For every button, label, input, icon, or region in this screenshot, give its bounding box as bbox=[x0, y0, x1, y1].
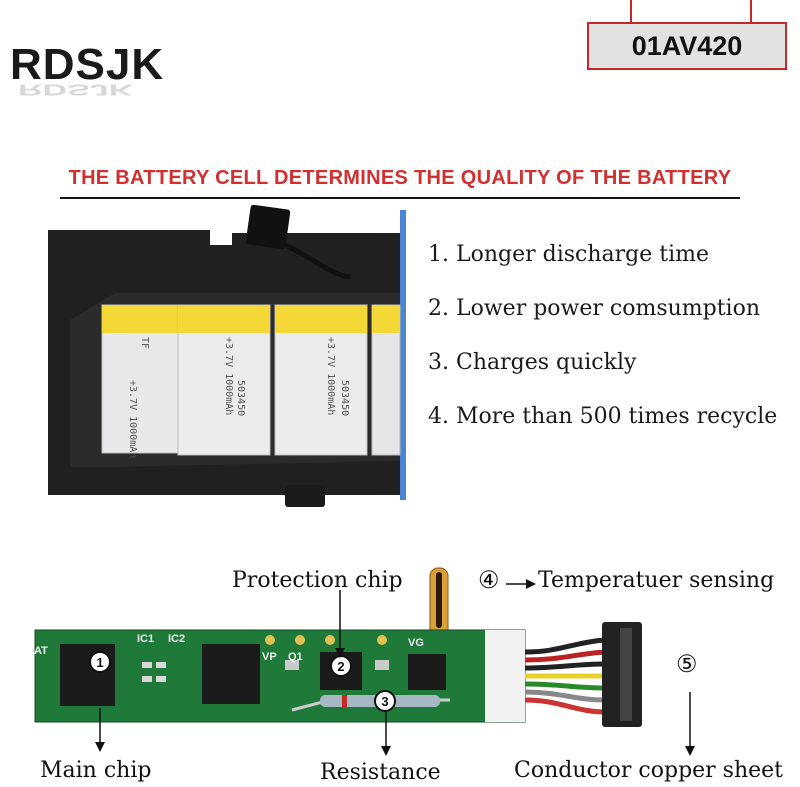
pcb-mark-vg: VG bbox=[408, 637, 424, 649]
pcb-mark-q1: Q1 bbox=[288, 651, 303, 663]
protection-board-illustration: AT IC1 IC2 VP Q1 VG 1 2 3 bbox=[34, 567, 695, 756]
callout-number-5: ⑤ bbox=[676, 650, 698, 678]
battery-pack-illustration: TF +3.7V 1000mAh 503450 +3.7V 1000mAh 50… bbox=[48, 205, 406, 507]
model-number-badge: 01AV420 bbox=[587, 22, 787, 70]
pcb-mark-ic1: IC1 bbox=[137, 633, 154, 645]
brand-logo-text: RDSJK bbox=[10, 40, 165, 89]
callout-temperature-sensing: Temperatuer sensing bbox=[538, 568, 775, 593]
feature-item: 2. Lower power comsumption bbox=[428, 296, 761, 321]
callout-protection-chip: Protection chip bbox=[232, 568, 403, 593]
feature-item: 4. More than 500 times recycle bbox=[428, 404, 778, 429]
brand-logo: RDSJK RDSJK bbox=[10, 40, 220, 110]
callout-main-chip: Main chip bbox=[40, 758, 152, 783]
pcb-mark-at: AT bbox=[34, 645, 48, 657]
cell-print-spec: +3.7V 1000mAh bbox=[223, 337, 234, 415]
headline: THE BATTERY CELL DETERMINES THE QUALITY … bbox=[68, 167, 732, 189]
cell-print-spec: +3.7V 1000mAh bbox=[325, 337, 336, 415]
feature-item: 1. Longer discharge time bbox=[428, 242, 710, 267]
model-tag-hanger bbox=[630, 0, 752, 24]
callout-number-3: 3 bbox=[381, 694, 388, 709]
headline-divider bbox=[60, 197, 740, 199]
callout-resistance: Resistance bbox=[320, 760, 441, 785]
feature-list: 1. Longer discharge time 2. Lower power … bbox=[428, 238, 796, 454]
callout-number-1: 1 bbox=[96, 655, 103, 670]
cell-print-code: 503450 bbox=[339, 380, 350, 416]
cell-print-code: 503450 bbox=[235, 380, 246, 416]
callout-number-4: ④ bbox=[478, 566, 500, 594]
cell-print-spec: +3.7V 1000mAh bbox=[127, 380, 138, 458]
pcb-mark-vp: VP bbox=[262, 651, 277, 663]
battery-cells bbox=[101, 304, 401, 456]
cell-print-brand: TF bbox=[139, 337, 150, 349]
callout-number-2: 2 bbox=[337, 659, 344, 674]
feature-item: 3. Charges quickly bbox=[428, 350, 637, 375]
brand-logo-reflection: RDSJK bbox=[18, 80, 134, 98]
pcb-mark-ic2: IC2 bbox=[168, 633, 185, 645]
callout-conductor-copper-sheet: Conductor copper sheet bbox=[514, 758, 784, 783]
